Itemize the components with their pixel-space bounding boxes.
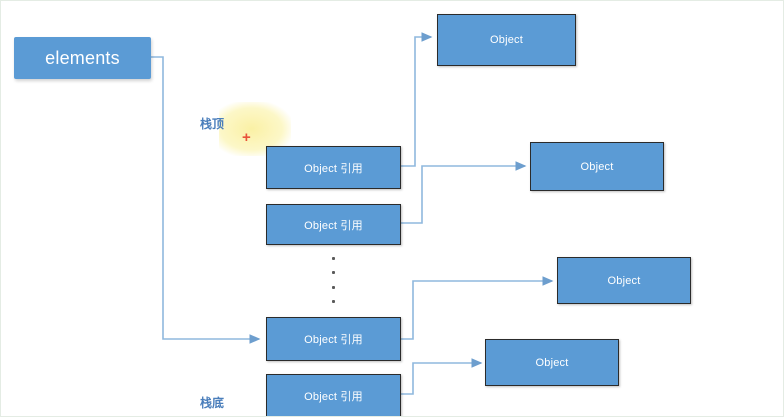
stack-slot-3-label: Object 引用	[304, 391, 363, 403]
stack-slot-2-label: Object 引用	[304, 334, 363, 346]
connector-elements-to-slot3	[151, 56, 261, 344]
connector-slot2-to-object2	[401, 276, 554, 340]
cursor-crosshair-icon: +	[242, 130, 251, 145]
connector-slot0-to-object0	[401, 32, 433, 167]
heap-object-3-label: Object	[535, 356, 569, 369]
annotation-stack-bottom-label: 栈底	[200, 396, 225, 410]
heap-object-3[interactable]: Object	[485, 339, 619, 386]
node-elements-label: elements	[45, 47, 120, 68]
annotation-stack-bottom: 栈底	[200, 394, 224, 411]
stack-slot-1[interactable]: Object 引用	[266, 204, 401, 245]
stack-slot-2[interactable]: Object 引用	[266, 317, 401, 361]
stack-slot-0-label: Object 引用	[304, 162, 363, 175]
annotation-stack-top: 栈顶	[200, 115, 224, 132]
stack-slot-1-label: Object 引用	[304, 219, 363, 232]
ellipsis-dot	[331, 257, 335, 260]
heap-object-0[interactable]: Object	[437, 14, 576, 66]
heap-object-2-label: Object	[607, 274, 641, 287]
heap-object-1-label: Object	[580, 160, 614, 173]
ellipsis-dot	[331, 285, 335, 289]
cursor-glyph: +	[242, 129, 251, 146]
annotation-stack-top-label: 栈顶	[200, 117, 225, 131]
connector-slot1-to-object1	[401, 161, 527, 224]
node-elements[interactable]: elements	[14, 37, 151, 79]
ellipsis-dot	[331, 271, 335, 275]
connector-slot3-to-object3	[401, 358, 483, 395]
stack-slot-0[interactable]: Object 引用	[266, 146, 401, 189]
heap-object-2[interactable]: Object	[557, 257, 691, 304]
ellipsis-dots-icon	[331, 257, 335, 303]
heap-object-1[interactable]: Object	[530, 142, 664, 191]
ellipsis-dot	[331, 299, 335, 303]
heap-object-0-label: Object	[490, 34, 523, 46]
stack-slot-3[interactable]: Object 引用	[266, 374, 401, 416]
